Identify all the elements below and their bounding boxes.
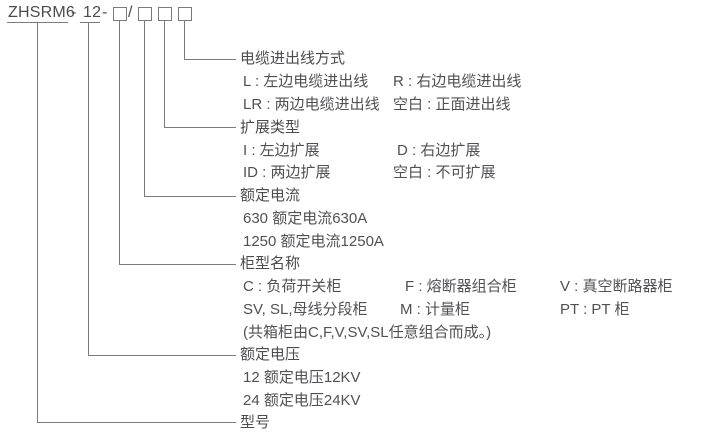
legend-item-cabinet-pt: PT : PT 柜 xyxy=(560,301,630,318)
legend-item-cabinet-sv-sl: SV, SL,母线分段柜 xyxy=(243,301,368,318)
legend-item-cabinet-c: C : 负荷开关柜 xyxy=(243,278,342,295)
section-title-rated-voltage: 额定电压 xyxy=(240,346,301,363)
legend-item-cable-blank: 空白 : 正面进出线 xyxy=(393,96,511,113)
connector-expansion xyxy=(163,20,236,129)
legend-item-current-1250: 1250 额定电流1250A xyxy=(243,233,384,250)
legend-item-cabinet-v: V : 真空断路器柜 xyxy=(560,278,673,295)
legend-item-current-630: 630 额定电流630A xyxy=(243,210,368,227)
legend-note-cabinet-combo: (共箱柜由C,F,V,SV,SL任意组合而成。) xyxy=(243,324,492,341)
section-title-cabinet-type: 柜型名称 xyxy=(240,255,301,272)
dash-separator: - xyxy=(102,4,108,21)
legend-item-expansion-id: ID : 两边扩展 xyxy=(243,164,331,181)
placeholder-box-cable-io xyxy=(178,7,192,21)
section-title-cable-io: 电缆进出线方式 xyxy=(240,50,346,67)
legend-item-voltage-12kv: 12 额定电压12KV xyxy=(243,369,361,386)
section-title-rated-current: 额定电流 xyxy=(240,187,301,204)
legend-item-cabinet-f: F : 熔断器组合柜 xyxy=(405,278,517,295)
connector-voltage-code xyxy=(80,21,236,357)
legend-item-expansion-i: I : 左边扩展 xyxy=(243,142,320,159)
legend-item-expansion-blank: 空白 : 不可扩展 xyxy=(393,164,496,181)
placeholder-box-cabinet-type xyxy=(113,7,127,21)
connector-series-to-model xyxy=(7,21,236,424)
connector-cable-io xyxy=(183,20,236,61)
placeholder-box-expansion-type xyxy=(158,7,172,21)
placeholder-box-rated-current xyxy=(138,7,152,21)
section-title-model: 型号 xyxy=(240,414,271,431)
slash-separator: / xyxy=(128,4,133,21)
voltage-code: 12 xyxy=(83,4,102,21)
connector-cabinet-type xyxy=(118,20,236,266)
legend-item-cable-lr: LR : 两边电缆进出线 xyxy=(243,96,380,113)
legend-item-expansion-d: D : 右边扩展 xyxy=(397,142,481,159)
legend-item-cable-r: R : 右边电缆进出线 xyxy=(393,73,522,90)
legend-item-cabinet-m: M : 计量柜 xyxy=(400,301,470,318)
dash-separator: - xyxy=(71,4,77,21)
legend-item-voltage-24kv: 24 额定电压24KV xyxy=(243,392,361,409)
connector-rated-current xyxy=(143,20,236,198)
section-title-expansion: 扩展类型 xyxy=(240,119,301,136)
legend-item-cable-l: L : 左边电缆进出线 xyxy=(243,73,369,90)
model-series-code: ZHSRM6 xyxy=(8,4,75,21)
